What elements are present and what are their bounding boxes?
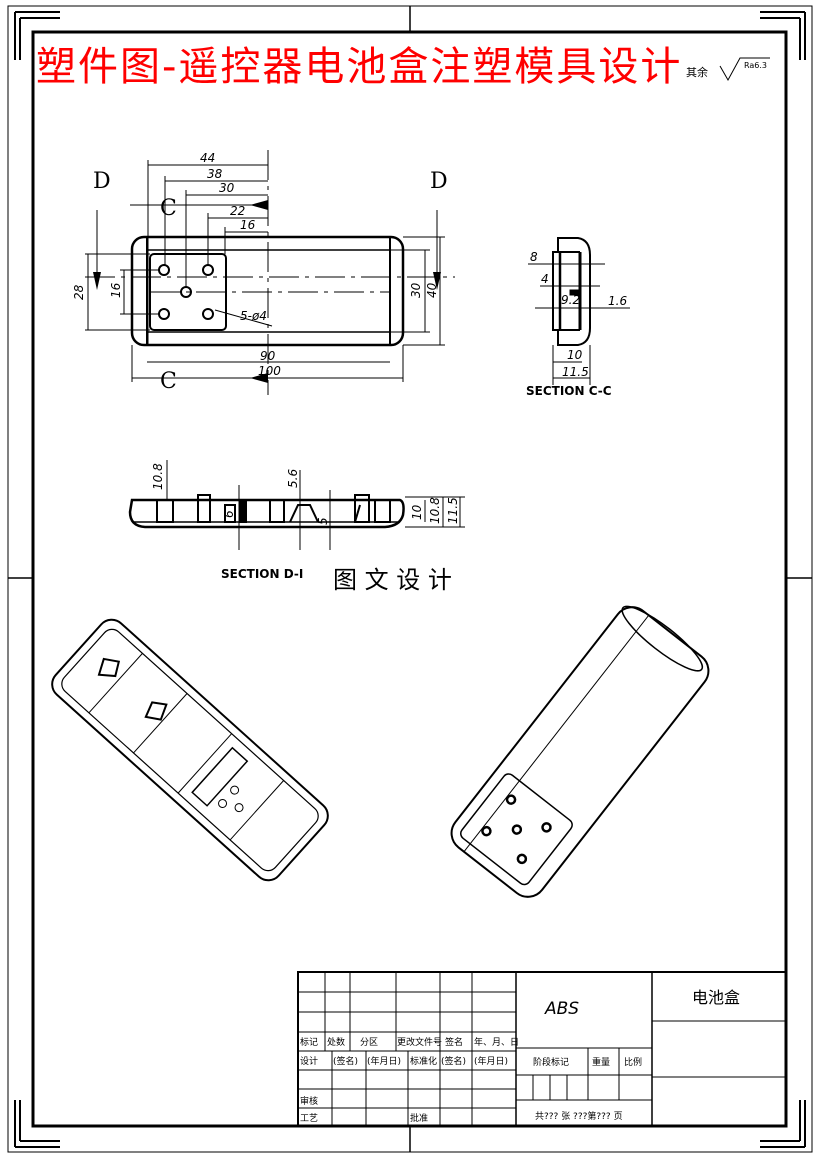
svg-text:标准化: 标准化 bbox=[410, 1055, 437, 1067]
svg-text:10.8: 10.8 bbox=[428, 497, 442, 524]
svg-text:标记: 标记 bbox=[300, 1036, 318, 1048]
svg-text:40: 40 bbox=[425, 282, 439, 298]
svg-text:38: 38 bbox=[207, 167, 223, 181]
svg-text:(签名): (签名) bbox=[441, 1055, 466, 1067]
title-block-text: ABS 电池盒 标记 处数 分区 更改文件号 签名 年、月、日 设计 (签名) … bbox=[300, 988, 740, 1124]
section-dd-view bbox=[128, 460, 465, 550]
top-view bbox=[85, 150, 455, 395]
svg-text:28: 28 bbox=[72, 284, 86, 300]
svg-text:30: 30 bbox=[409, 282, 423, 298]
svg-text:其余: 其余 bbox=[686, 65, 708, 79]
top-view-labels: D D C C 44 38 30 22 16 5-ø4 90 100 28 16… bbox=[72, 151, 448, 394]
svg-text:16: 16 bbox=[109, 282, 123, 298]
svg-text:阶段标记: 阶段标记 bbox=[533, 1056, 569, 1068]
svg-text:审核: 审核 bbox=[300, 1095, 318, 1107]
svg-text:SECTION C-C: SECTION C-C bbox=[526, 384, 612, 398]
svg-text:(年月日): (年月日) bbox=[367, 1055, 401, 1067]
svg-text:10: 10 bbox=[567, 348, 583, 362]
svg-text:5.6: 5.6 bbox=[286, 469, 300, 488]
svg-text:11.5: 11.5 bbox=[446, 497, 460, 524]
svg-text:设计: 设计 bbox=[300, 1055, 318, 1067]
section-cc-labels: 8 4 9.2 1.6 10 11.5 SECTION C-C bbox=[526, 250, 627, 398]
svg-text:签名: 签名 bbox=[445, 1036, 463, 1048]
svg-text:1.6: 1.6 bbox=[608, 294, 627, 308]
svg-text:9.2: 9.2 bbox=[561, 293, 580, 307]
svg-text:SECTION D-I: SECTION D-I bbox=[221, 567, 303, 581]
isometric-view-inside bbox=[51, 618, 329, 882]
svg-text:Ra6.3: Ra6.3 bbox=[744, 61, 767, 70]
section-dd-labels: 10.8 5.6 6 5 10 10.8 11.5 SECTION D-I 图 … bbox=[151, 463, 460, 594]
svg-text:22: 22 bbox=[230, 204, 245, 218]
isometric-view-outside bbox=[450, 605, 710, 898]
svg-text:D: D bbox=[93, 169, 111, 194]
svg-text:更改文件号: 更改文件号 bbox=[397, 1036, 442, 1048]
svg-text:4: 4 bbox=[541, 272, 549, 286]
svg-text:批准: 批准 bbox=[410, 1112, 428, 1124]
svg-text:(年月日): (年月日) bbox=[474, 1055, 508, 1067]
svg-text:C: C bbox=[160, 196, 177, 221]
surface-roughness-symbol: 其余 Ra6.3 bbox=[686, 57, 770, 82]
svg-text:共??? 张 ???第??? 页: 共??? 张 ???第??? 页 bbox=[535, 1110, 623, 1122]
svg-text:100: 100 bbox=[258, 364, 281, 378]
drawing-title: 塑件图-遥控器电池盒注塑模具设计 bbox=[36, 44, 683, 90]
svg-text:C: C bbox=[160, 369, 177, 394]
section-arrow bbox=[250, 200, 268, 210]
svg-text:重量: 重量 bbox=[592, 1056, 610, 1068]
svg-text:分区: 分区 bbox=[360, 1037, 378, 1048]
part-name: 电池盒 bbox=[692, 988, 740, 1007]
svg-text:8: 8 bbox=[530, 250, 538, 264]
material: ABS bbox=[544, 999, 579, 1019]
svg-text:10: 10 bbox=[410, 504, 424, 520]
svg-text:11.5: 11.5 bbox=[562, 365, 589, 379]
svg-text:工艺: 工艺 bbox=[300, 1113, 318, 1124]
svg-text:90: 90 bbox=[260, 349, 276, 363]
svg-text:年、月、日: 年、月、日 bbox=[474, 1036, 519, 1048]
svg-text:图 文 设 计: 图 文 设 计 bbox=[333, 566, 452, 594]
svg-text:5-ø4: 5-ø4 bbox=[240, 309, 267, 323]
section-cc-view bbox=[528, 237, 630, 385]
svg-text:10.8: 10.8 bbox=[151, 463, 165, 490]
svg-text:处数: 处数 bbox=[327, 1036, 345, 1048]
svg-text:44: 44 bbox=[200, 151, 215, 165]
svg-text:D: D bbox=[430, 169, 448, 194]
svg-text:16: 16 bbox=[240, 218, 256, 232]
svg-text:比例: 比例 bbox=[624, 1056, 642, 1068]
svg-text:30: 30 bbox=[219, 181, 235, 195]
title-block bbox=[297, 971, 787, 1127]
svg-text:5: 5 bbox=[316, 517, 330, 525]
svg-text:(签名): (签名) bbox=[333, 1055, 358, 1067]
svg-text:6: 6 bbox=[222, 510, 236, 518]
